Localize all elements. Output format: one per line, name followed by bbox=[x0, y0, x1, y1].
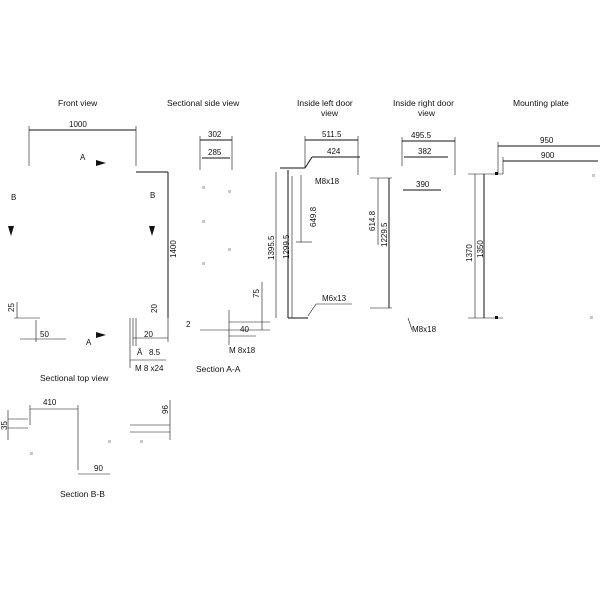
section-aa-title: Section A-A bbox=[196, 364, 241, 374]
dim-950: 950 bbox=[540, 136, 554, 145]
section-a-bottom-arrow bbox=[96, 332, 106, 338]
inside-left-door-view: 511.5 424 M8x18 1395.5 1299.5 649.8 M6x1… bbox=[267, 130, 360, 319]
dim-96: 96 bbox=[161, 405, 170, 414]
dim-1299-5: 1299.5 bbox=[282, 234, 291, 259]
front-view: 1000 A B B 1400 25 50 20 A 20 Â 8.5 M bbox=[7, 120, 178, 373]
dim-20-side: 20 bbox=[150, 304, 159, 313]
section-a-top-arrow bbox=[96, 160, 106, 166]
dim-2: 2 bbox=[186, 320, 191, 329]
inside-left-door-title-line2: view bbox=[321, 108, 339, 118]
sectional-top-view: 35 410 96 90 bbox=[0, 398, 171, 475]
thread-m8x18-left: M8x18 bbox=[315, 177, 340, 186]
dim-25: 25 bbox=[7, 303, 16, 312]
dim-1395-5: 1395.5 bbox=[267, 235, 276, 260]
section-b-left-label: B bbox=[11, 193, 16, 202]
dim-410: 410 bbox=[43, 398, 57, 407]
dim-511-5: 511.5 bbox=[322, 130, 342, 139]
section-b-left-arrow bbox=[8, 226, 14, 236]
inside-right-door-view: 495.5 382 390 614.8 1229.5 M8x18 bbox=[368, 131, 456, 334]
dim-1350: 1350 bbox=[476, 240, 485, 258]
sectional-side-view: 302 285 75 2 40 M 8x18 bbox=[186, 130, 270, 355]
mounting-plate-title: Mounting plate bbox=[513, 98, 569, 108]
sectional-top-view-title: Sectional top view bbox=[40, 373, 109, 383]
section-b-right-label: B bbox=[150, 191, 155, 200]
thread-m8x18-side: M 8x18 bbox=[229, 346, 256, 355]
dim-90: 90 bbox=[94, 464, 103, 473]
dim-390: 390 bbox=[416, 180, 430, 189]
thread-m8x24: M 8 x24 bbox=[135, 364, 164, 373]
dim-1370: 1370 bbox=[465, 244, 474, 262]
dim-a-hat: Â bbox=[137, 348, 143, 357]
dim-649-8: 649.8 bbox=[309, 206, 318, 227]
section-a-bottom-label: A bbox=[86, 338, 92, 347]
section-a-top-label: A bbox=[80, 153, 86, 162]
dim-50: 50 bbox=[40, 330, 49, 339]
dim-285: 285 bbox=[208, 148, 222, 157]
dim-424: 424 bbox=[327, 147, 341, 156]
section-b-right-arrow bbox=[149, 226, 155, 236]
front-view-title: Front view bbox=[58, 98, 98, 108]
dim-40: 40 bbox=[240, 325, 249, 334]
dim-1400: 1400 bbox=[169, 240, 178, 258]
dim-302: 302 bbox=[208, 130, 222, 139]
dim-35: 35 bbox=[0, 421, 9, 430]
dim-1229-5: 1229.5 bbox=[380, 222, 389, 247]
inside-right-door-title-line2: view bbox=[418, 108, 436, 118]
mounting-plate-view: 950 900 1370 1350 bbox=[465, 136, 600, 319]
dim-1000: 1000 bbox=[69, 120, 87, 129]
thread-m6x13: M6x13 bbox=[322, 294, 347, 303]
inside-right-door-title: Inside right door bbox=[393, 98, 454, 108]
dim-495-5: 495.5 bbox=[411, 131, 432, 140]
dim-8-5: 8.5 bbox=[149, 348, 161, 357]
sectional-side-view-title: Sectional side view bbox=[167, 98, 240, 108]
dim-614-8: 614.8 bbox=[368, 210, 377, 231]
dim-900: 900 bbox=[541, 151, 555, 160]
dim-75: 75 bbox=[252, 289, 261, 298]
dim-382: 382 bbox=[418, 147, 432, 156]
thread-m8x18-right: M8x18 bbox=[412, 325, 437, 334]
inside-left-door-title: Inside left door bbox=[297, 98, 353, 108]
dim-20-bottom: 20 bbox=[144, 330, 153, 339]
section-bb-title: Section B-B bbox=[60, 489, 105, 499]
